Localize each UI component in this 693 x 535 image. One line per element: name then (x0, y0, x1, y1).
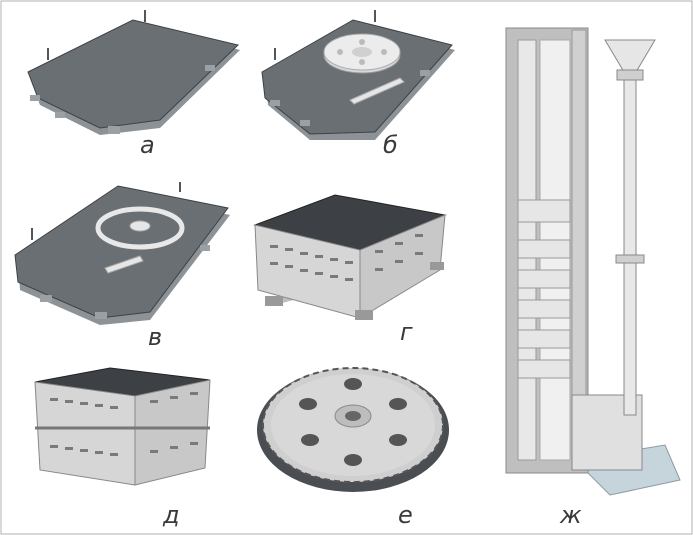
gear-e-illustration (257, 367, 449, 492)
plate-b-illustration (261, 10, 455, 140)
panel-label-d: д (163, 501, 180, 529)
panel-label-zh: ж (560, 501, 582, 529)
panel-label-b: б (383, 131, 398, 159)
mold-zh-illustration (505, 27, 681, 496)
plate-v-illustration (14, 182, 230, 325)
panel-label-a: а (140, 131, 155, 159)
box-g-illustration (253, 194, 447, 320)
panel-label-g: г (400, 318, 413, 346)
panel-label-e: е (398, 501, 413, 529)
flask-d-illustration (34, 367, 211, 486)
plate-a-illustration (27, 10, 240, 135)
panel-label-v: в (148, 323, 163, 351)
